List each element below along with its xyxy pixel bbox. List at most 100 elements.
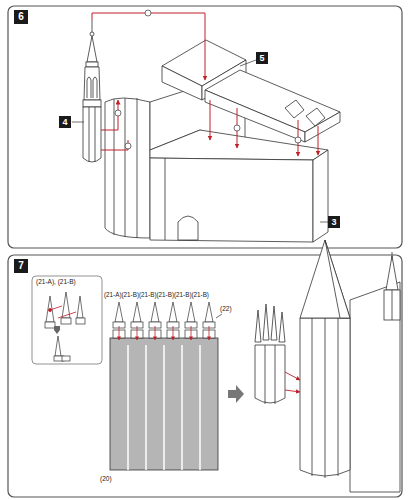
guide-line — [58, 312, 76, 318]
assembled-model — [271, 306, 277, 340]
spire-part — [84, 67, 100, 100]
roof-part — [205, 90, 305, 142]
glue-marker — [115, 110, 121, 116]
building-part — [150, 158, 313, 242]
guide-line — [92, 13, 205, 80]
building-part — [137, 98, 138, 238]
wall-part — [113, 330, 215, 338]
spire-part — [89, 107, 90, 162]
part-number-text: 4 — [62, 118, 67, 127]
glue-marker — [295, 137, 301, 143]
spire-piece — [45, 322, 55, 328]
spire-piece — [45, 292, 85, 361]
wall-part — [181, 345, 183, 470]
step-panel — [8, 6, 402, 248]
guide-line — [285, 372, 300, 392]
spire-piece — [187, 302, 195, 322]
spire-part — [95, 107, 96, 162]
wall-part — [127, 345, 129, 470]
part-reference: (21-A), (21-B) — [36, 279, 76, 286]
assembled-model — [275, 345, 276, 404]
assembled-model — [255, 240, 400, 492]
guide-line — [101, 140, 128, 150]
guide-line — [119, 326, 120, 340]
assembled-model — [384, 290, 400, 320]
wall-part — [163, 345, 165, 470]
spire-piece — [205, 302, 213, 322]
building-part — [105, 86, 328, 242]
guide-line — [285, 390, 300, 392]
spire-piece — [55, 336, 61, 356]
guide-line — [210, 100, 211, 140]
step-number: 7 — [14, 259, 28, 273]
glue-marker — [125, 143, 131, 149]
guide-line — [285, 372, 300, 380]
part-reference: (22) — [220, 306, 232, 313]
spire-part — [87, 77, 97, 98]
spire-piece — [133, 302, 141, 322]
building-part — [165, 158, 166, 240]
spire-piece — [77, 296, 83, 318]
leader-line — [216, 314, 222, 318]
assembled-model — [312, 318, 313, 476]
spire-piece — [113, 302, 215, 328]
part-reference: (21-A)(21-B)(21-B)(21-B)(21-B)(21-B) — [104, 292, 209, 298]
spire-piece — [169, 302, 177, 322]
assembled-model — [279, 312, 285, 342]
spire-piece — [115, 302, 123, 322]
wall-part — [110, 338, 218, 470]
guide-line — [92, 13, 318, 156]
assembled-model — [255, 345, 285, 403]
assembled-model — [325, 318, 326, 478]
spire-piece — [62, 356, 70, 361]
roof-part — [162, 40, 340, 142]
glue-marker — [145, 10, 151, 16]
spire-piece — [151, 302, 159, 322]
direction-arrow — [54, 326, 60, 334]
part-number-text: 5 — [259, 54, 264, 63]
building-part — [178, 216, 198, 240]
guide-line — [49, 309, 52, 312]
wall-part — [128, 345, 200, 470]
guide-line — [119, 326, 209, 340]
spire-part — [87, 36, 97, 62]
step-number-text: 6 — [18, 12, 24, 22]
spire-part — [83, 100, 101, 107]
spire-part — [86, 62, 98, 67]
assembled-model — [300, 240, 350, 318]
spire-piece — [61, 318, 71, 324]
roof-part — [162, 66, 202, 100]
spire-part — [83, 107, 101, 162]
assembled-model — [338, 318, 339, 476]
part-number: 4 — [59, 116, 71, 128]
leader-line — [72, 122, 84, 123]
guide-line — [191, 326, 192, 340]
glue-marker — [115, 10, 301, 149]
spire-piece — [76, 318, 85, 324]
assembled-model — [392, 290, 393, 320]
assembled-model — [386, 256, 398, 290]
part-number: 5 — [256, 52, 268, 64]
step-number-text: 7 — [18, 261, 24, 271]
direction-arrow — [228, 385, 244, 403]
roof-part — [285, 100, 304, 118]
guide-line — [173, 326, 174, 340]
assembled-model — [350, 282, 400, 492]
detail-inset — [32, 276, 102, 364]
guide-line — [49, 306, 77, 318]
guide-line — [155, 326, 156, 340]
part-number-text: 3 — [331, 218, 336, 227]
wall-part — [145, 345, 147, 470]
step-number: 6 — [14, 10, 28, 24]
guide-line — [209, 326, 210, 340]
roof-part — [306, 108, 325, 126]
guide-line — [318, 126, 319, 155]
glue-marker — [234, 125, 240, 131]
building-part — [105, 98, 150, 238]
building-part — [125, 98, 126, 237]
building-part — [114, 99, 115, 235]
part-reference: (20) — [100, 476, 112, 483]
